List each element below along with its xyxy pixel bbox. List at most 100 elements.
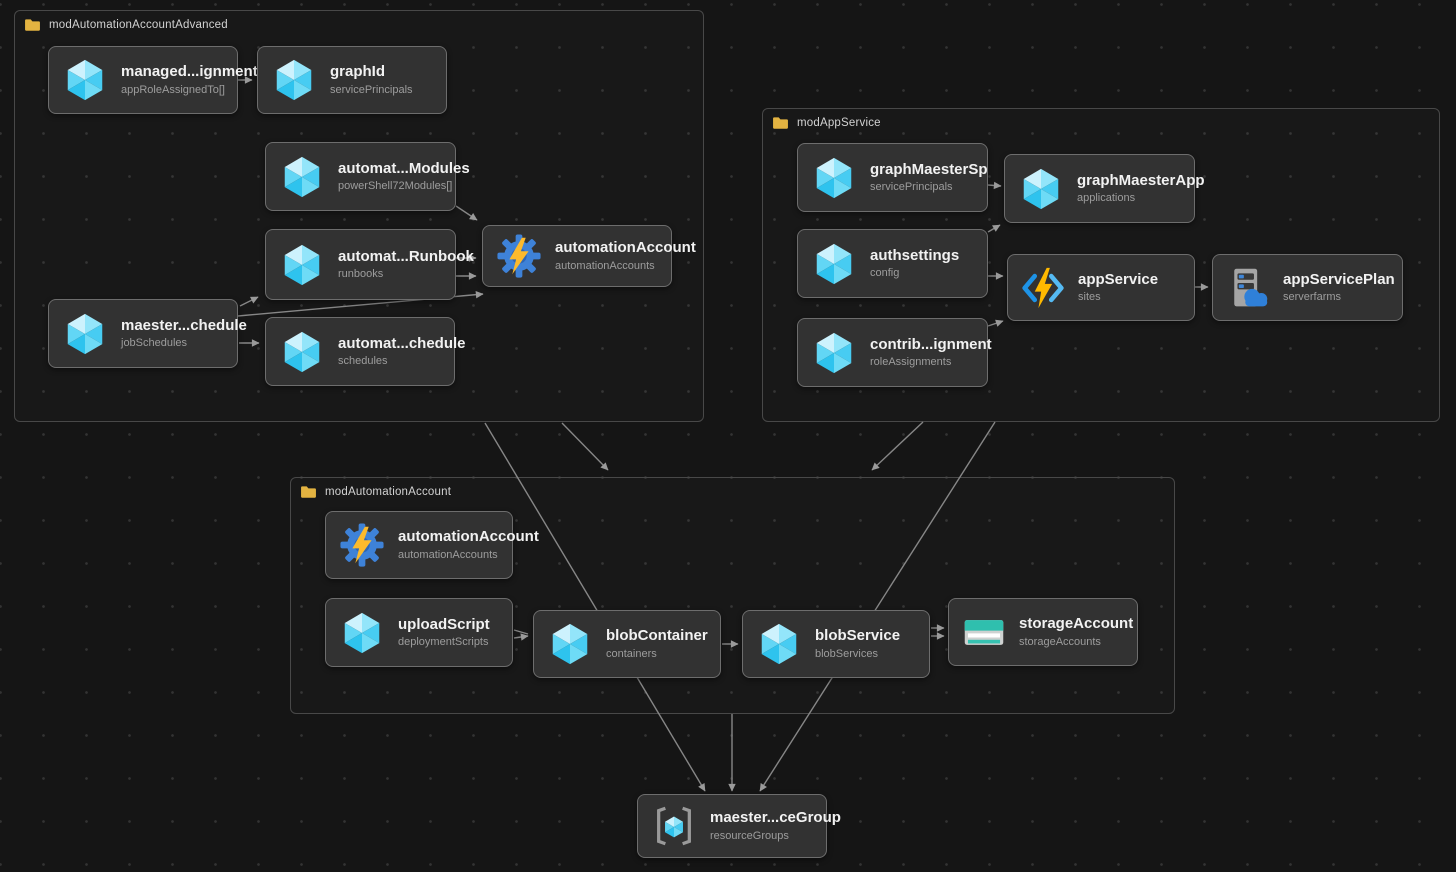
node-subtitle: sites [1078,291,1101,304]
arm-cube-icon [279,154,325,200]
node-title: storageAccount [1019,615,1134,633]
edge-graphMaesterSp-to-graphMaesterApp [987,181,1002,190]
node-graphId[interactable]: graphId servicePrincipals [257,46,447,114]
node-automationSchedule[interactable]: automat...chedule schedules [265,317,466,386]
node-title: maester...chedule [121,316,247,334]
node-title: authsettings [870,246,960,264]
node-maesterSchedule[interactable]: maester...chedule jobSchedules [48,299,247,368]
node-text: contrib...ignment roleAssignments [870,335,992,369]
folder-icon [300,485,317,499]
edge-uploadScript-to-blobContainer [513,633,529,641]
node-automationRunbook[interactable]: automat...Runbook runbooks [265,229,474,300]
node-title: automationAccount [398,528,539,546]
node-subtitle: runbooks [338,268,384,281]
node-title: managed...ignment [121,63,258,81]
node-subtitle: blobServices [815,647,878,660]
node-blobContainer[interactable]: blobContainer containers [533,610,721,678]
node-title: automationAccount [555,239,696,257]
node-title: contrib...ignment [870,335,992,353]
node-subtitle: schedules [338,355,388,368]
node-subtitle: config [870,267,900,280]
edge-contribAssignment-to-appService [987,319,1004,327]
node-text: automat...Runbook runbooks [338,247,474,281]
edge-automationModules-to-automationAccountAdv [455,205,478,221]
node-title: automat...Runbook [338,247,474,265]
group-label: modAutomationAccountAdvanced [49,19,228,31]
edge-modAppService-to-modAutomationAccount [871,421,924,471]
edge-modAutomationAccountAdvanced-to-maesterResourceGroup [484,422,706,792]
arm-cube-icon [547,621,593,667]
node-subtitle: containers [606,647,657,660]
node-automationModules[interactable]: automat...Modules powerShell72Modules[] [265,142,470,211]
arm-cube-icon [279,329,325,375]
node-title: uploadScript [398,615,490,633]
node-appServicePlan[interactable]: appServicePlan serverfarms [1212,254,1403,321]
automation-account-icon [339,522,385,568]
edge-maesterSchedule-to-automationRunbook [239,296,259,307]
arm-cube-icon [811,330,857,376]
node-graphMaesterApp[interactable]: graphMaesterApp applications [1004,154,1205,223]
node-text: maester...chedule jobSchedules [121,316,247,350]
app-service-plan-icon [1226,266,1270,310]
node-title: graphMaesterApp [1077,171,1205,189]
arm-cube-icon [756,621,802,667]
node-subtitle: servicePrincipals [870,181,953,194]
node-title: blobService [815,627,901,645]
folder-icon [772,116,789,130]
node-title: blobContainer [606,627,708,645]
node-authsettings[interactable]: authsettings config [797,229,988,298]
node-title: automat...Modules [338,159,470,177]
arm-cube-icon [271,57,317,103]
node-text: appServicePlan serverfarms [1283,270,1395,304]
group-label: modAutomationAccount [325,486,452,498]
node-title: appServicePlan [1283,270,1395,288]
edge-uploadScript-to-blobContainer [513,629,529,635]
resource-group-icon [651,803,697,849]
arm-cube-icon [279,242,325,288]
node-blobService[interactable]: blobService blobServices [742,610,930,678]
node-text: automat...chedule schedules [338,334,466,368]
edge-modAutomationAccountAdvanced-to-modAutomationAccount [561,422,609,471]
node-text: automat...Modules powerShell72Modules[] [338,159,470,193]
node-text: authsettings config [870,246,960,280]
node-text: graphMaesterApp applications [1077,171,1205,205]
node-contribAssignment[interactable]: contrib...ignment roleAssignments [797,318,992,387]
arm-cube-icon [1018,166,1064,212]
node-text: blobContainer containers [606,628,708,660]
node-subtitle: applications [1077,192,1136,205]
edge-authsettings-to-graphMaesterApp [987,224,1001,233]
storage-account-icon [962,610,1006,654]
group-modAppService: modAppService [762,108,1440,422]
group-header: modAppService [772,116,881,130]
node-title: maester...ceGroup [710,809,841,827]
node-subtitle: servicePrincipals [330,83,413,96]
node-subtitle: roleAssignments [870,356,952,369]
arm-cube-icon [339,610,385,656]
node-subtitle: serverfarms [1283,291,1342,304]
arm-cube-icon [811,241,857,287]
arm-cube-icon [62,311,108,357]
group-label: modAppService [797,117,881,129]
node-title: automat...chedule [338,334,466,352]
node-subtitle: jobSchedules [121,337,188,350]
node-subtitle: powerShell72Modules[] [338,180,453,193]
node-title: graphId [330,63,385,81]
arm-cube-icon [62,57,108,103]
node-text: graphId servicePrincipals [330,64,413,96]
group-modAutomationAccountAdvanced: modAutomationAccountAdvanced [14,10,704,422]
app-service-icon [1021,266,1065,310]
